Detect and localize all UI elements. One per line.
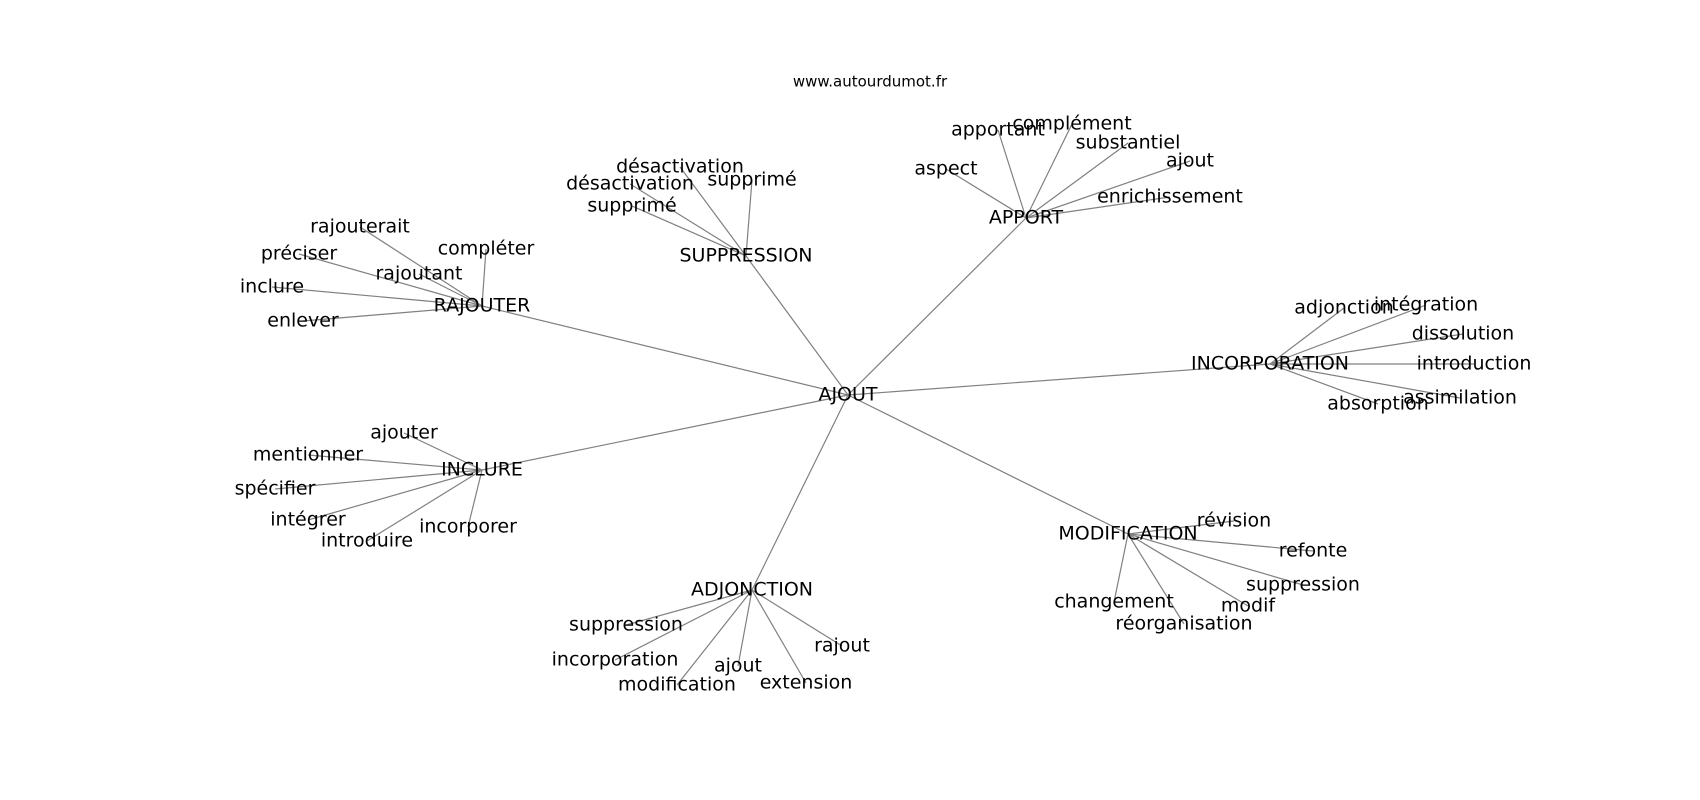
leaf-node[interactable]: spécifier [235, 478, 316, 500]
edge-hub-leaf [1127, 520, 1235, 535]
edge-hub-leaf [751, 589, 843, 647]
leaf-node[interactable]: compléter [438, 238, 535, 260]
leaf-node[interactable]: intégrer [270, 509, 346, 531]
site-url: www.autourdumot.fr [793, 73, 948, 91]
edge-root-hub [847, 217, 1027, 396]
edge-hub-leaf [945, 168, 1027, 219]
edge-hub-leaf [625, 589, 753, 626]
edge-hub-leaf [1269, 363, 1461, 399]
leaf-node[interactable]: ajouter [370, 422, 438, 444]
edge-hub-leaf [418, 273, 483, 307]
hub-node[interactable]: SUPPRESSION [680, 245, 813, 267]
edge-hub-leaf [467, 469, 483, 528]
leaf-node[interactable]: incorporation [552, 649, 679, 671]
leaf-node[interactable]: refonte [1279, 540, 1348, 562]
edge-hub-leaf [307, 469, 483, 521]
leaf-node[interactable]: enrichissement [1097, 186, 1243, 208]
hub-node[interactable]: INCLURE [441, 459, 523, 481]
edge-hub-leaf [997, 129, 1027, 219]
edge-hub-leaf [1269, 304, 1427, 365]
leaf-node[interactable]: apportant [951, 119, 1045, 141]
edge-hub-leaf [1269, 363, 1379, 405]
edge-root-hub [481, 305, 849, 396]
leaf-node[interactable]: changement [1054, 591, 1174, 613]
edge-hub-leaf [307, 454, 483, 471]
edge-hub-leaf [614, 589, 753, 661]
leaf-node[interactable]: révision [1197, 510, 1271, 532]
edge-hub-leaf [745, 179, 753, 257]
edge-hub-leaf [481, 248, 487, 307]
edge-root-hub [847, 394, 1129, 535]
leaf-node[interactable]: assimilation [1403, 387, 1517, 409]
leaf-node[interactable]: inclure [240, 276, 304, 298]
hub-node[interactable]: RAJOUTER [434, 295, 531, 317]
edge-hub-leaf [302, 305, 483, 322]
leaf-node[interactable]: ajout [714, 655, 762, 677]
leaf-node[interactable]: absorption [1327, 393, 1429, 415]
leaf-node[interactable]: introduction [1417, 353, 1532, 375]
graph-edges [271, 123, 1474, 686]
leaf-node[interactable]: rajouterait [310, 216, 410, 238]
edge-hub-leaf [679, 166, 747, 257]
leaf-node[interactable]: réorganisation [1115, 613, 1252, 635]
leaf-node[interactable]: supprimé [707, 169, 796, 191]
root-node[interactable]: AJOUT [818, 384, 877, 406]
hub-node[interactable]: INCORPORATION [1191, 353, 1349, 375]
leaf-node[interactable]: intégration [1374, 294, 1478, 316]
edge-root-hub [745, 255, 849, 396]
edge-hub-leaf [1127, 533, 1304, 586]
edge-hub-leaf [298, 253, 483, 307]
leaf-node[interactable]: modification [618, 674, 736, 696]
edge-root-hub [847, 363, 1271, 396]
edge-hub-leaf [1113, 533, 1129, 603]
leaf-node[interactable]: aspect [914, 158, 977, 180]
edge-hub-leaf [737, 589, 753, 667]
hub-node[interactable]: ADJONCTION [691, 579, 813, 601]
leaf-node[interactable]: extension [760, 672, 853, 694]
edge-hub-leaf [359, 226, 483, 307]
leaf-node[interactable]: introduire [321, 530, 413, 552]
hub-node[interactable]: APPORT [989, 207, 1064, 229]
leaf-node[interactable]: suppression [569, 614, 683, 636]
edge-hub-leaf [629, 183, 747, 257]
graph-nodes: AJOUT APPORT apportantcomplémentsubstantie… [235, 113, 1532, 696]
leaf-node[interactable]: supprimé [587, 195, 676, 217]
leaf-node[interactable]: rajoutant [376, 263, 463, 285]
leaf-node[interactable]: ajout [1166, 150, 1214, 172]
edge-hub-leaf [1127, 533, 1185, 625]
edge-hub-leaf [1025, 123, 1073, 219]
edge-hub-leaf [1269, 307, 1345, 365]
leaf-node[interactable]: enlever [267, 310, 339, 332]
edge-root-hub [481, 394, 849, 471]
edge-hub-leaf [1127, 533, 1249, 607]
edge-hub-leaf [274, 469, 483, 490]
leaf-node[interactable]: préciser [261, 243, 337, 265]
leaf-node[interactable]: mentionner [253, 444, 363, 466]
edge-hub-leaf [271, 286, 483, 307]
edge-hub-leaf [366, 469, 483, 542]
leaf-node[interactable]: complément [1012, 113, 1131, 135]
leaf-node[interactable]: dissolution [1412, 323, 1514, 345]
leaf-node[interactable]: incorporer [419, 516, 517, 538]
edge-hub-leaf [403, 432, 483, 471]
leaf-node[interactable]: désactivation [616, 156, 744, 178]
edge-hub-leaf [676, 589, 753, 686]
edge-hub-leaf [751, 589, 807, 684]
edge-hub-leaf [1025, 196, 1171, 219]
edge-hub-leaf [1025, 160, 1191, 219]
edge-hub-leaf [1127, 533, 1314, 552]
leaf-node[interactable]: désactivation [566, 173, 694, 195]
leaf-node[interactable]: rajout [814, 635, 870, 657]
edge-root-hub [751, 394, 849, 591]
edge-hub-leaf [1269, 333, 1464, 365]
edge-hub-leaf [631, 205, 747, 257]
leaf-node[interactable]: adjonction [1294, 297, 1394, 319]
leaf-node[interactable]: suppression [1246, 574, 1360, 596]
edge-hub-leaf [1025, 142, 1129, 219]
leaf-node[interactable]: modif [1221, 595, 1276, 617]
hub-node[interactable]: MODIFICATION [1058, 523, 1197, 545]
leaf-node[interactable]: substantiel [1076, 132, 1181, 154]
